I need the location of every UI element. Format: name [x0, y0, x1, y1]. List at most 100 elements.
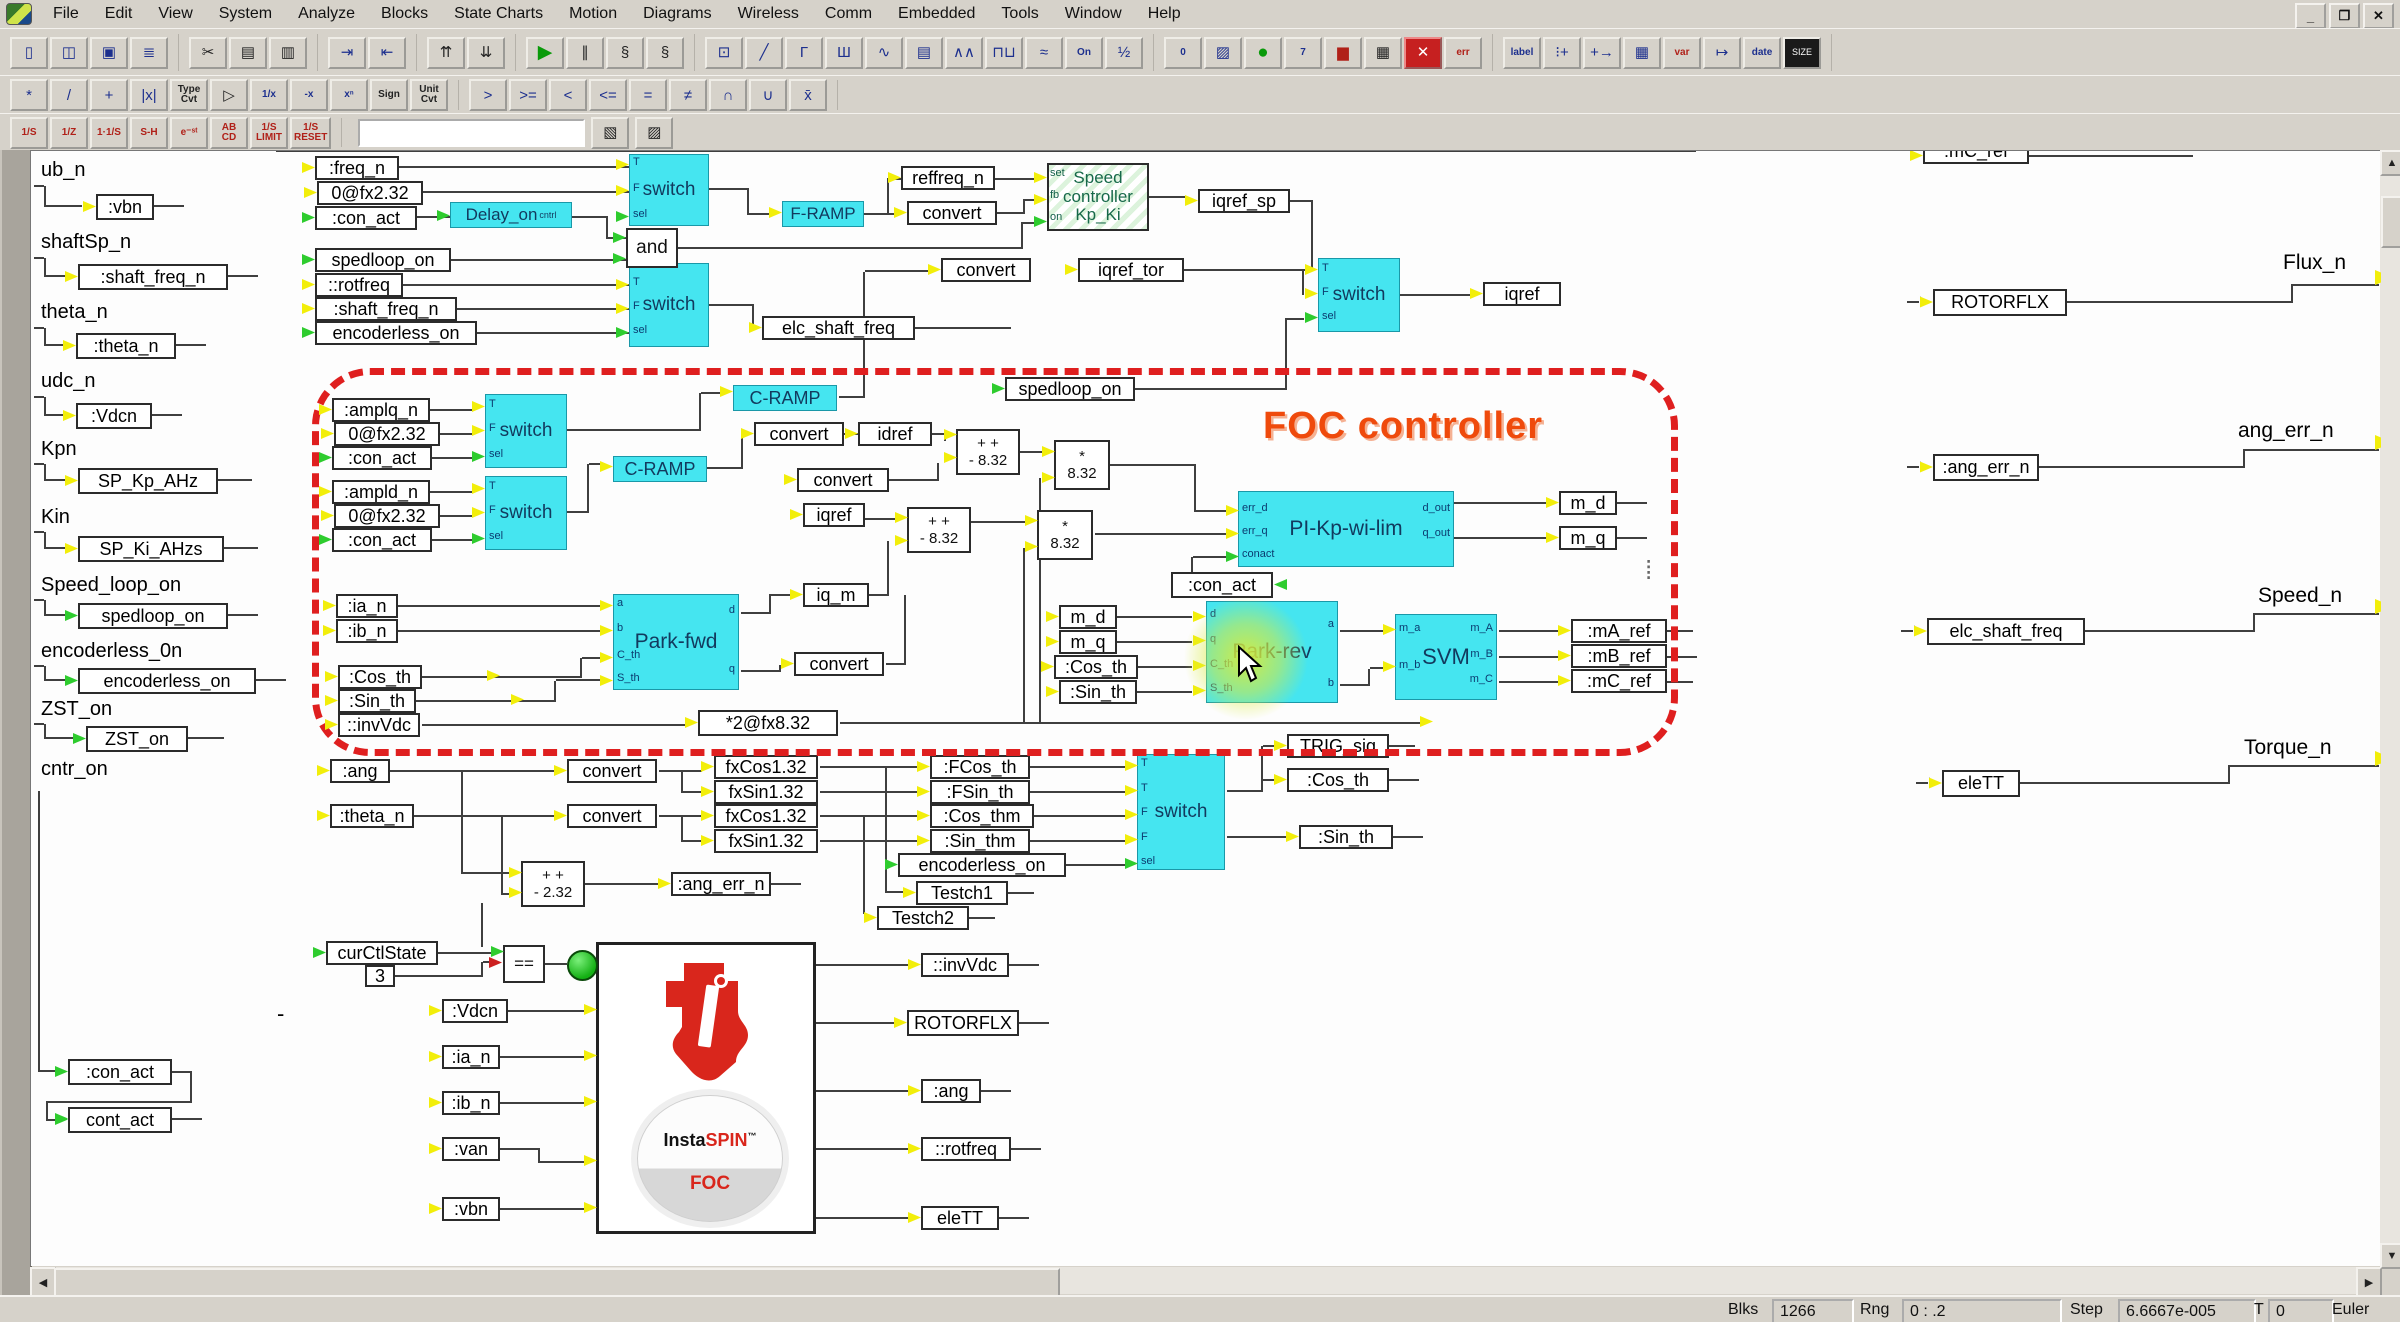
block-++[interactable]: + +- 8.32 [956, 429, 1020, 475]
scroll-left-button[interactable]: ◀ [30, 1267, 56, 1298]
variable-label-box[interactable]: encoderless_on [315, 321, 477, 345]
variable-label-box[interactable]: curCtlState [326, 941, 438, 965]
variable-label-box[interactable]: reffreq_n [901, 166, 995, 190]
unitdelay-icon[interactable]: 1/Z [50, 116, 88, 149]
variable-label-box[interactable]: :shaft_freq_n [315, 297, 457, 321]
variable-label-box[interactable]: iqref [1483, 282, 1561, 306]
snapshot-icon[interactable]: ▨ [635, 116, 674, 149]
cut-icon[interactable]: ✂ [189, 36, 227, 69]
variable-label-box[interactable]: :Vdcn [442, 999, 508, 1023]
variable-label-box[interactable]: :FSin_th [930, 780, 1030, 804]
lt-icon[interactable]: < [549, 79, 587, 111]
variable-label-box[interactable]: :Sin_th [1059, 680, 1137, 704]
variable-label-box[interactable]: :ang_err_n [1933, 454, 2039, 481]
variable-label-box[interactable]: convert [754, 422, 844, 446]
variable-label-box[interactable]: convert [797, 468, 889, 492]
step2-icon[interactable]: § [646, 36, 684, 69]
resetint2-icon[interactable]: 1/S RESET [290, 116, 332, 149]
variable-label-box[interactable]: :Sin_thm [930, 829, 1030, 853]
menu-state-charts[interactable]: State Charts [454, 5, 544, 22]
error-icon[interactable]: err [1444, 36, 1482, 69]
block-park-fwd[interactable]: Park-fwd [613, 594, 739, 690]
variable-label-box[interactable]: iqref_tor [1078, 258, 1184, 282]
plot-icon[interactable]: ▨ [1204, 36, 1242, 69]
sign-icon[interactable]: Sign [370, 79, 408, 111]
variable-label-box[interactable]: :con_act [68, 1059, 172, 1085]
new-file-icon[interactable]: ▯ [10, 36, 48, 69]
block-++[interactable]: + +- 2.32 [521, 861, 585, 907]
wirelink-icon[interactable]: ↦ [1703, 36, 1741, 69]
run-icon[interactable]: ▶ [526, 36, 564, 69]
variable-label-box[interactable]: *2@fx8.32 [698, 710, 838, 736]
variable-label-box[interactable]: ZST_on [86, 726, 188, 752]
variable-label-box[interactable]: ROTORFLX [1933, 289, 2067, 316]
pulse-block-icon[interactable]: ⊓⊔ [985, 36, 1023, 69]
variable-label-box[interactable]: SP_Ki_AHzs [78, 536, 224, 562]
block-switch[interactable]: switch [1318, 258, 1400, 332]
menu-view[interactable]: View [158, 5, 193, 22]
eq-icon[interactable]: = [629, 79, 667, 111]
variable-label-box[interactable]: 0@fx2.32 [317, 181, 423, 205]
block-==[interactable]: == [503, 945, 545, 983]
const-block-icon[interactable]: ⊡ [705, 36, 743, 69]
block-switch[interactable]: switch [629, 263, 709, 347]
variable-label-box[interactable]: :con_act [1171, 572, 1273, 598]
menu-system[interactable]: System [218, 5, 273, 22]
stop-icon[interactable]: ✕ [1404, 36, 1442, 69]
variable-label-box[interactable]: spedloop_on [315, 248, 451, 272]
block-*[interactable]: *8.32 [1054, 440, 1110, 490]
variable-label-box[interactable]: Testch2 [877, 906, 969, 930]
le-icon[interactable]: <= [589, 79, 627, 111]
variable-label-box[interactable]: fxCos1.32 [714, 804, 818, 828]
block-f-ramp[interactable]: F-RAMP [782, 201, 864, 227]
gain-icon[interactable]: ▷ [210, 79, 248, 111]
variable-label-box[interactable]: :ang_err_n [671, 872, 771, 896]
scroll-up-button[interactable]: ▲ [2380, 150, 2400, 176]
close-button[interactable]: ✕ [2363, 3, 2394, 29]
bezel-icon[interactable]: SIZE [1783, 36, 1821, 69]
histogram-icon[interactable]: ▆ [1324, 36, 1362, 69]
save-file-icon[interactable]: ▣ [90, 36, 128, 69]
tri-block-icon[interactable]: ≈ [1025, 36, 1063, 69]
menu-analyze[interactable]: Analyze [298, 5, 356, 22]
menu-help[interactable]: Help [1147, 5, 1181, 22]
variable-label-box[interactable]: fxSin1.32 [714, 780, 818, 804]
menu-motion[interactable]: Motion [569, 5, 618, 22]
variable-label-box[interactable]: :ampld_n [332, 480, 430, 504]
variable-label-box[interactable]: ::rotfreq [921, 1137, 1011, 1161]
resetint-icon[interactable]: 1·1/S [90, 116, 128, 149]
variable-label-box[interactable]: encoderless_on [78, 668, 256, 694]
variable-label-box[interactable]: convert [794, 652, 884, 676]
block-switch[interactable]: switch [485, 476, 567, 550]
variable-label-box[interactable]: Testch1 [916, 881, 1008, 905]
variable-label-box[interactable]: convert [941, 258, 1031, 282]
integrator-icon[interactable]: 1/S [10, 116, 48, 149]
label-icon[interactable]: label [1503, 36, 1541, 69]
const0-icon[interactable]: 0 [1164, 36, 1202, 69]
variable-label-box[interactable]: :mB_ref [1571, 644, 1667, 668]
variable-label-box[interactable]: 0@fx2.32 [334, 504, 440, 528]
gt-icon[interactable]: > [469, 79, 507, 111]
vertical-scroll-thumb[interactable] [2381, 196, 2400, 248]
variable-label-box[interactable]: convert [567, 759, 657, 783]
menu-window[interactable]: Window [1064, 5, 1122, 22]
sine-block-icon[interactable]: ∿ [865, 36, 903, 69]
menu-embedded[interactable]: Embedded [898, 5, 976, 22]
paste-icon[interactable]: ▥ [269, 36, 307, 69]
variable-label-box[interactable]: elc_shaft_freq [762, 316, 915, 340]
sum-icon[interactable]: +→ [1583, 36, 1621, 69]
variable-label-box[interactable]: iqref_sp [1198, 189, 1290, 213]
flip-down-icon[interactable]: ⇊ [467, 36, 505, 69]
step-block-icon[interactable]: Γ [785, 36, 823, 69]
variable-label-box[interactable]: :Vdcn [76, 403, 152, 429]
variable-label-box[interactable]: ::rotfreq [315, 273, 403, 297]
abs-icon[interactable]: |x| [130, 79, 168, 111]
saw-block-icon[interactable]: ∧∧ [945, 36, 983, 69]
menu-wireless[interactable]: Wireless [737, 5, 799, 22]
not-icon[interactable]: x̄ [789, 79, 827, 111]
variable-label-box[interactable]: 0@fx2.32 [334, 422, 440, 446]
block-svm[interactable]: SVM [1395, 614, 1497, 700]
print-icon[interactable]: ≣ [130, 36, 168, 69]
